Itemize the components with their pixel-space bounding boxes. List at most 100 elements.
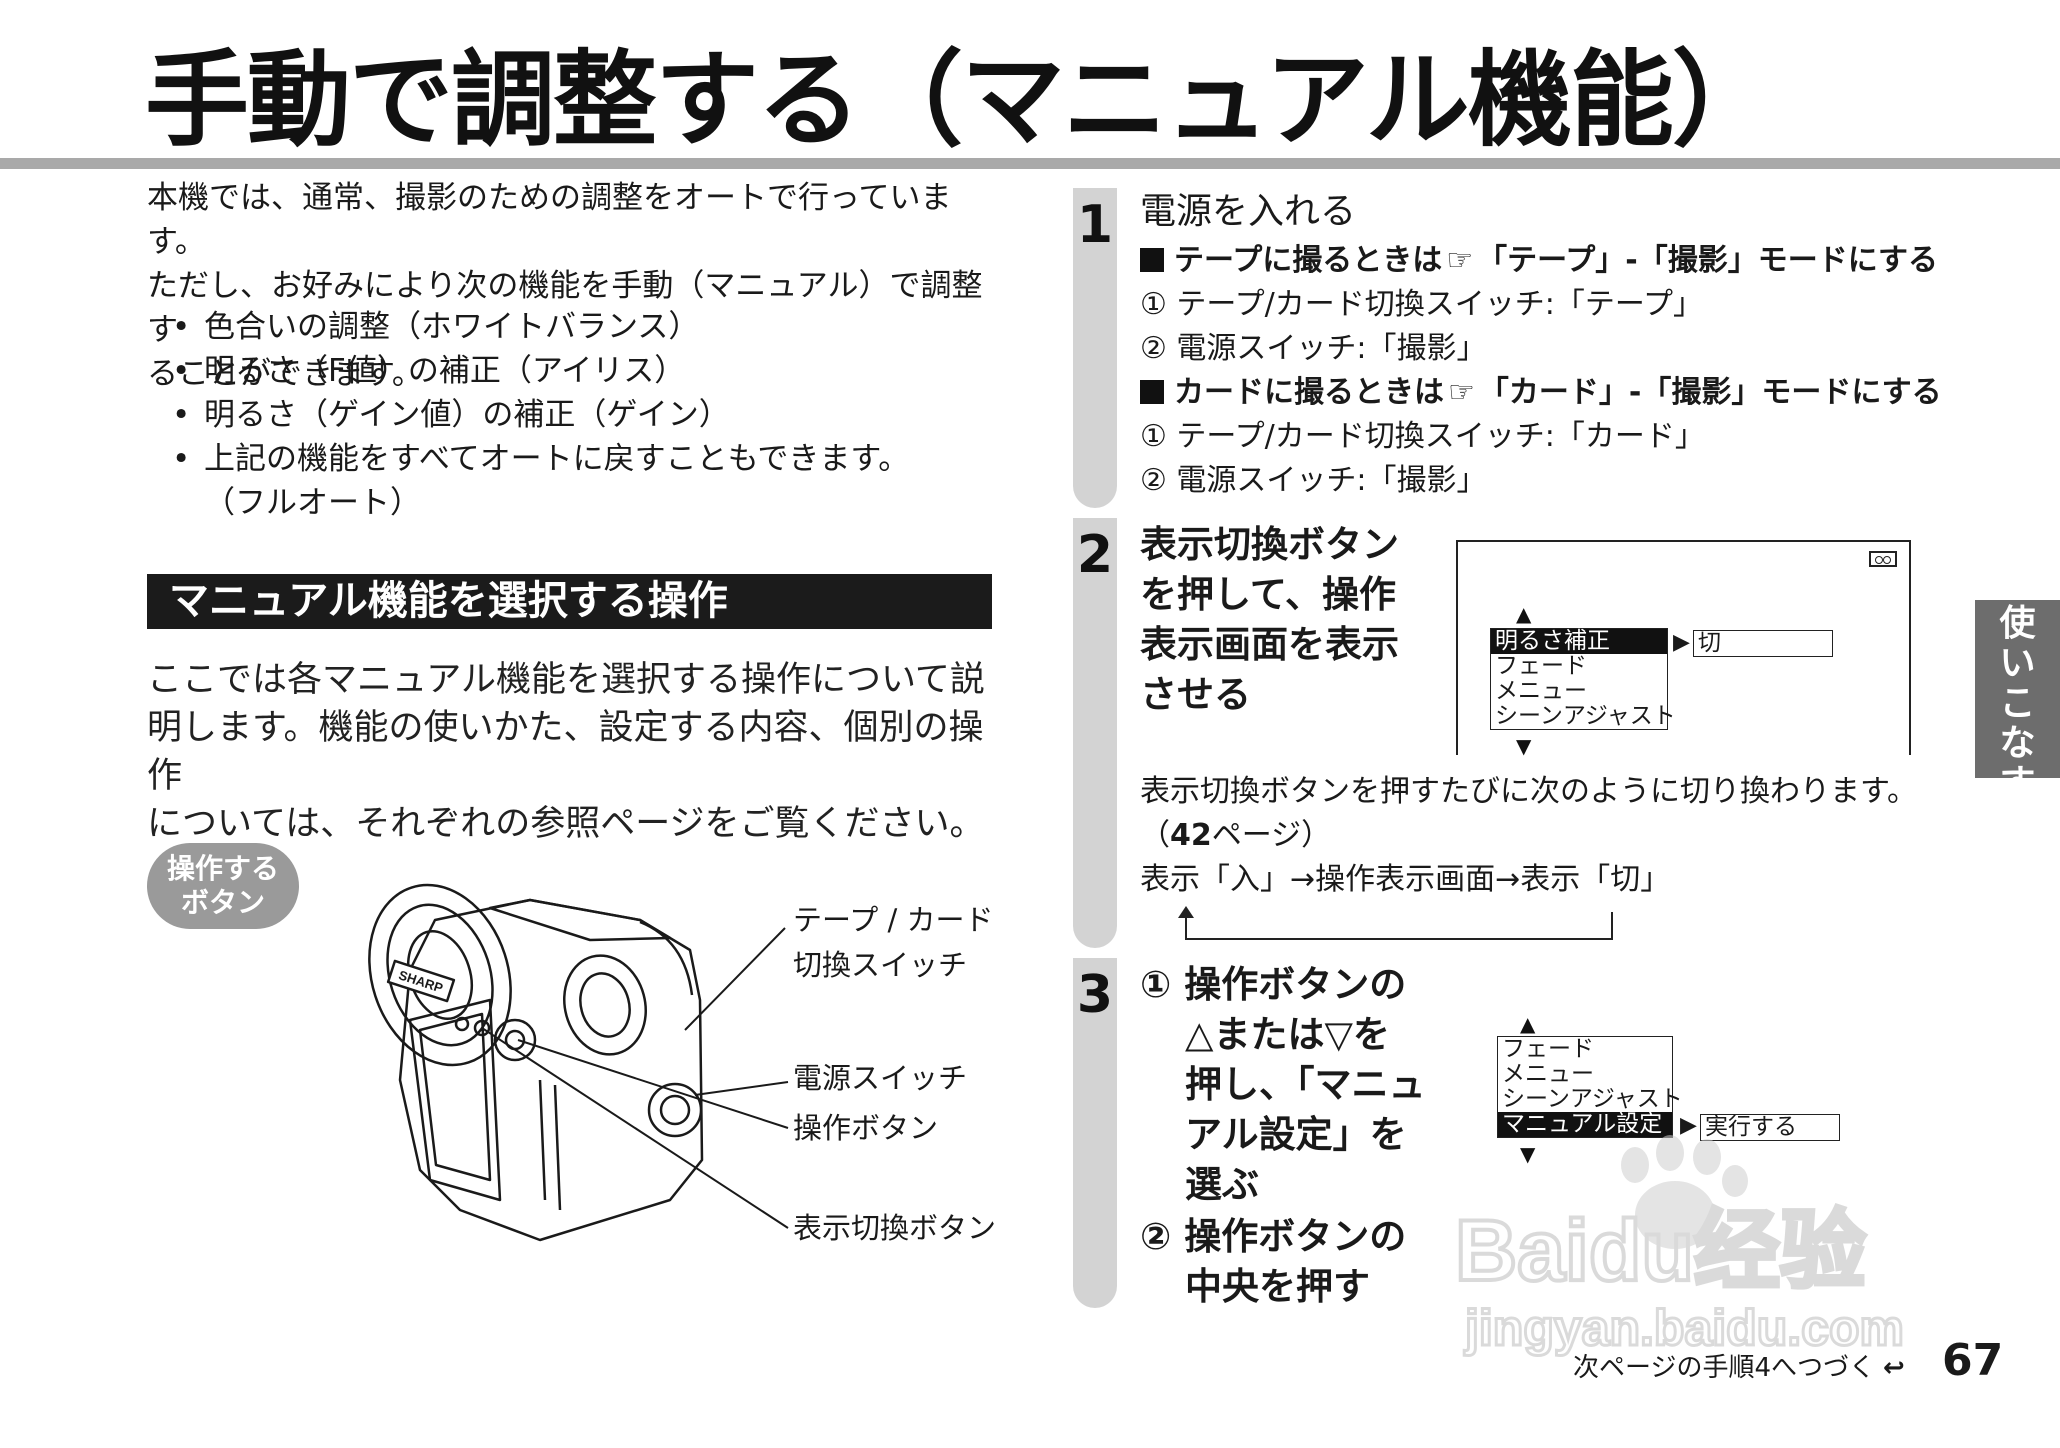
arrow-right-icon: ▶: [1680, 1113, 1697, 1138]
step-2-title-line: を押して、操作: [1140, 573, 1397, 616]
continue-note: 次ページの手順4へつづく↩: [1573, 1350, 1905, 1386]
pointing-hand-icon: ☞: [1448, 375, 1475, 410]
lens-hood: [368, 883, 512, 1067]
step-3-line: 押し、「マニュ: [1185, 1063, 1426, 1106]
badge-line: ボタン: [180, 886, 265, 919]
rear-dial-inner: [659, 1094, 691, 1126]
label-tape-card-switch: テープ / カード: [793, 903, 994, 937]
menu-item-selected: マニュアル設定: [1498, 1112, 1672, 1137]
side-tab-char: い: [1999, 643, 2036, 684]
lens-inner: [386, 903, 494, 1047]
triangle-up-icon: ▲: [1520, 1012, 1536, 1036]
tape-item-1: ① テープ/カード切換スイッチ:「テープ」: [1140, 287, 1704, 322]
list-item: 上記の機能をすべてオートに戻すこともできます。: [170, 437, 1000, 481]
tape-icon: [1869, 551, 1897, 567]
step-2-number: 2: [1076, 525, 1114, 585]
paw-toe: [1722, 1165, 1748, 1197]
triangle-down-icon: ▼: [1520, 1142, 1536, 1166]
step-3-number: 3: [1076, 965, 1114, 1025]
section-line: ここでは各マニュアル機能を選択する操作について説: [147, 660, 985, 700]
display-button: [473, 1019, 491, 1037]
step-1-title: 電源を入れる: [1140, 191, 1357, 232]
menu-item: フェード: [1495, 653, 1587, 679]
step-3-line: ① 操作ボタンの: [1140, 963, 1407, 1006]
side-tab-char: こ: [1999, 683, 2036, 724]
feature-list: 色合いの調整（ホワイトバランス） 明るさ（F値）の補正（アイリス） 明るさ（ゲイ…: [170, 305, 1000, 525]
leader-op-button: [517, 1039, 789, 1129]
menu-item: メニュー: [1502, 1061, 1594, 1087]
label-power-switch: 電源スイッチ: [793, 1061, 968, 1095]
paw-pad: [1635, 1181, 1715, 1249]
operation-button-badge: 操作する ボタン: [147, 843, 299, 929]
watermark-brand: Baidu经验: [1455, 1203, 1866, 1299]
list-item: 色合いの調整（ホワイトバランス）: [170, 305, 1000, 349]
step-2-title-line: させる: [1140, 673, 1251, 716]
arrow-right-icon: ▶: [1673, 630, 1690, 655]
baidu-watermark: Baidu经验 jingyan.baidu.com: [1453, 1135, 1905, 1358]
menu-item: フェード: [1502, 1036, 1594, 1062]
leader-power: [694, 1081, 789, 1096]
grip-line: [538, 1079, 547, 1201]
desc-line: 表示切換ボタンを押すたびに次のように切り換わります。: [1140, 774, 1917, 809]
triangle-down-icon: ▼: [1516, 734, 1532, 758]
step-2-title-line: 表示切換ボタン: [1140, 523, 1399, 566]
camera-body: [398, 898, 704, 1242]
tape-item-2: ② 電源スイッチ:「撮影」: [1140, 331, 1487, 366]
small-button: [454, 1016, 470, 1032]
page-number: 67: [1942, 1335, 2004, 1386]
label-operation-button: 操作ボタン: [793, 1111, 939, 1145]
card-mode-heading: カードに撮るときは☞「カード」-「撮影」モードにする: [1140, 372, 1942, 414]
display-cycle: 表示「入」→操作表示画面→表示「切」: [1140, 862, 1671, 897]
menu-item-selected: 明るさ補正: [1491, 629, 1667, 654]
list-item-note: （フルオート）: [204, 485, 421, 521]
square-bullet-icon: [1140, 248, 1164, 272]
menu-item: シーンアジャスト: [1495, 703, 1676, 729]
brand-plate: [386, 959, 456, 1003]
step-3-line: ② 操作ボタンの: [1140, 1215, 1407, 1258]
side-tab-char: 使: [1999, 603, 2036, 644]
leader-switch: [684, 927, 786, 1031]
chapter-side-tab: 使 い こ な す: [1975, 600, 2060, 804]
viewfinder-eyepiece: [579, 972, 631, 1038]
label-tape-card-switch-2: 切換スイッチ: [793, 948, 968, 982]
step-2-title-line: 表示画面を表示: [1140, 623, 1399, 666]
label-display-button: 表示切換ボタン: [793, 1211, 997, 1245]
card-item-2: ② 電源スイッチ:「撮影」: [1140, 463, 1487, 498]
side-tab-char: な: [1999, 723, 2036, 764]
lcd-panel: [408, 998, 502, 1202]
step-2-title: 表示切換ボタン を押して、操作 表示画面を表示 させる: [1140, 520, 1440, 720]
title-rule: [0, 158, 2060, 169]
lcd-screen: [418, 1012, 492, 1182]
intro-line: 本機では、通常、撮影のための調整をオートで行っています。: [147, 180, 952, 260]
section-line: 明します。機能の使いかた、設定する内容、個別の操作: [147, 708, 984, 796]
step-3-line: 選ぶ: [1185, 1163, 1259, 1206]
tape-mode-heading: テープに撮るときは☞「テープ」-「撮影」モードにする: [1140, 240, 1938, 282]
menu-item: メニュー: [1495, 678, 1587, 704]
step-3-line: アル設定」を: [1185, 1113, 1407, 1156]
paw-toe: [1656, 1135, 1684, 1171]
step-3-line: 中央を押す: [1185, 1265, 1370, 1308]
badge-line: 操作する: [166, 852, 279, 885]
continue-arrow-icon: ↩: [1883, 1353, 1905, 1383]
menu-item: シーンアジャスト: [1502, 1086, 1683, 1112]
step-1-bar: [1073, 188, 1117, 508]
pointing-hand-icon: ☞: [1446, 243, 1474, 278]
watermark-url: jingyan.baidu.com: [1464, 1300, 1904, 1356]
step-3-bar: [1073, 958, 1117, 1308]
list-item: 明るさ（ゲイン値）の補正（ゲイン）: [170, 393, 1000, 437]
control-dial: [493, 1018, 537, 1062]
rear-dial: [647, 1082, 703, 1138]
page-title: 手動で調整する（マニュアル機能）: [145, 39, 1776, 161]
step-2-bar: [1073, 518, 1117, 948]
cycle-return-arrow: [1178, 906, 1613, 940]
square-bullet-icon: [1140, 380, 1164, 404]
section-body: ここでは各マニュアル機能を選択する操作について説 明します。機能の使いかた、設定…: [147, 656, 1007, 848]
camera-top: [488, 898, 672, 942]
desc-ref: （42ページ）: [1140, 818, 1332, 853]
menu-value: 実行する: [1700, 1114, 1840, 1141]
strap: [639, 920, 694, 996]
step-1-number: 1: [1076, 195, 1114, 255]
card-item-1: ① テープ/カード切換スイッチ:「カード」: [1140, 419, 1705, 454]
viewfinder: [563, 954, 647, 1056]
camcorder-illustration: SHARP: [368, 883, 789, 1242]
